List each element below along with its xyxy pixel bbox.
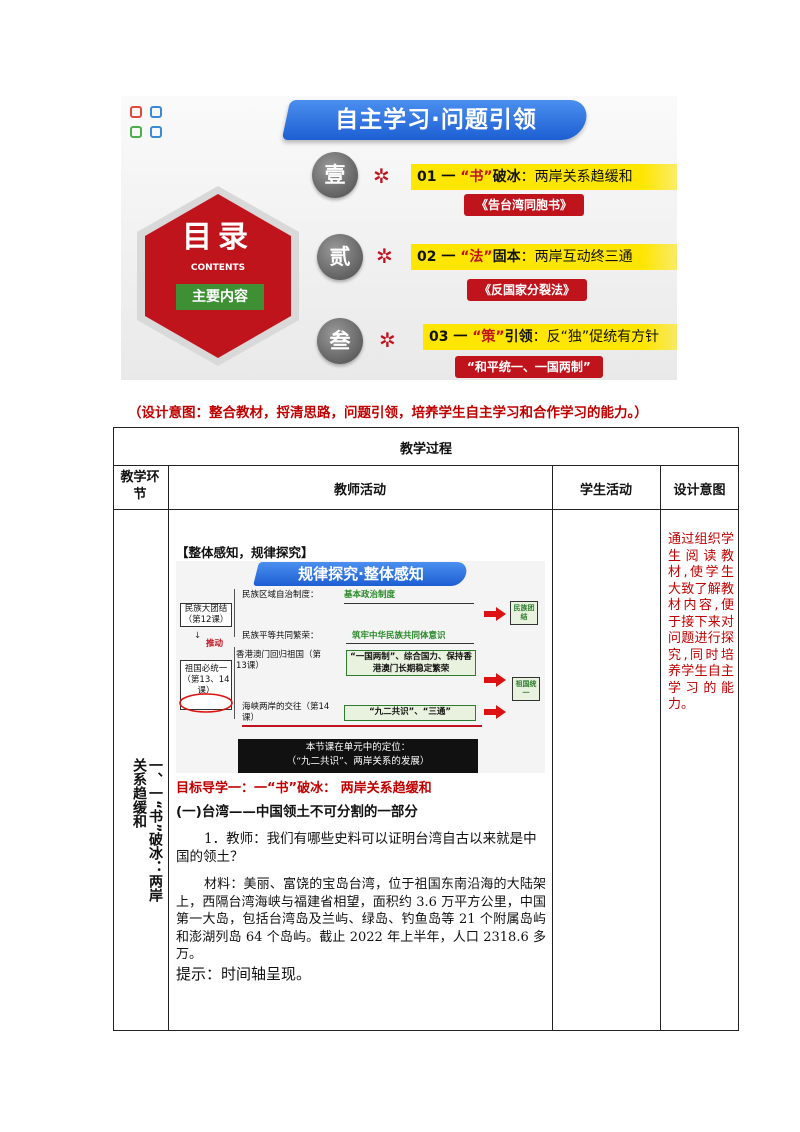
row-label-4: 海峡两岸的交往（第14课） [242,702,330,723]
item-number-2: 贰 [317,234,363,280]
header-teacher: 教师活动 [333,483,386,498]
item-title-3: 03 一 “策”引领：反“独”促统有方针 [423,324,677,350]
teacher-question: 1．教师：我们有哪些史料可以证明台湾自古以来就是中国的领土？ [176,831,537,865]
main-content-label: 主要内容 [176,284,264,310]
item-number-3: 叁 [317,318,363,364]
tag-reunification: 祖国统一 [512,677,540,701]
right-arrow-icon [484,607,506,621]
gear-icon: ✲ [373,164,390,188]
grid-icon [130,106,166,142]
push-label: 推动 [206,639,224,649]
header-student: 学生活动 [579,483,632,498]
item-number-1: 壹 [312,152,358,198]
design-note: （设计意图：整合教材，捋清思路，问题引领，培养学生自主学习和合作学习的能力。） [128,405,648,421]
teaching-process-table [113,427,739,1031]
contents-title: 目录 [182,220,254,255]
banner-header: 自主学习·问题引领 [335,107,537,133]
puzzle-icon: ✲ [379,328,396,352]
slide-footer: 本节课在单元中的定位： （“九二共识”、两岸关系的发展） [238,739,478,773]
section-label: 一、一“书”破冰：两岸关系趋缓和 [131,758,163,903]
puzzle-icon: ✲ [376,244,393,268]
design-intent-text: 通过组织学生阅读教材,使学生大致了解教材内容,便于接下来对问题进行探究,同时培养… [668,532,734,712]
reunification-box: 祖国必统一（第13、14课） [180,660,232,710]
row-value-2: 筑牢中华民族共同体意识 [352,631,446,641]
contents-hexagon: 目录 CONTENTS 主要内容 [133,184,303,368]
row-label-3: 香港澳门回归祖国（第13课） [236,650,322,671]
item-title-2: 02 一 “法”固本：两岸互动终三通 [411,244,677,270]
highlight-ellipse [179,693,233,713]
header-intent: 设计意图 [673,483,726,498]
row-label-2: 民族平等共同繁荣： [242,631,319,641]
down-arrow-icon: ↓ [194,631,202,641]
sub-heading: (一)台湾——中国领土不可分割的一部分 [176,804,418,820]
item-doc-2: 《反国家分裂法》 [467,279,588,301]
structure-slide: 规律探究·整体感知 民族大团结（第12课） ↓ 推动 祖国必统一（第13、14课… [176,561,545,773]
section-tag: 【整体感知，规律探究】 [176,545,314,560]
row-label-1: 民族区域自治制度： [242,590,319,600]
row-value-4: “九二共识”、“三通” [344,705,476,721]
table-title: 教学过程 [399,442,452,457]
header-section: 教学环节 [120,470,160,502]
hint-text: 提示：时间轴呈现。 [176,965,312,983]
contents-banner: 自主学习·问题引领 目录 CONTENTS 主要内容 壹 ✲ 01 一 “书”破… [121,96,677,380]
unity-box: 民族大团结（第12课） [180,603,232,627]
item-title-1: 01 一 “书”破冰：两岸关系趋缓和 [411,164,677,190]
row-value-3: “一国两制”、综合国力、保持香港澳门长期稳定繁荣 [346,650,476,676]
tag-unity: 民族团结 [510,601,538,625]
item-doc-3: “和平统一、一国两制” [455,356,603,378]
goal-heading: 目标导学一：一“书”破冰： 两岸关系趋缓和 [176,781,432,796]
row-value-1: 基本政治制度 [344,590,396,600]
right-arrow-icon [484,673,506,687]
material-text: 材料：美丽、富饶的宝岛台湾，位于祖国东南沿海的大陆架上，西隔台湾海峡与福建省相望… [176,877,546,962]
slide-header: 规律探究·整体感知 [298,565,424,583]
contents-subtitle: CONTENTS [190,263,246,273]
right-arrow-icon [484,705,506,719]
item-doc-1: 《告台湾同胞书》 [464,194,585,216]
